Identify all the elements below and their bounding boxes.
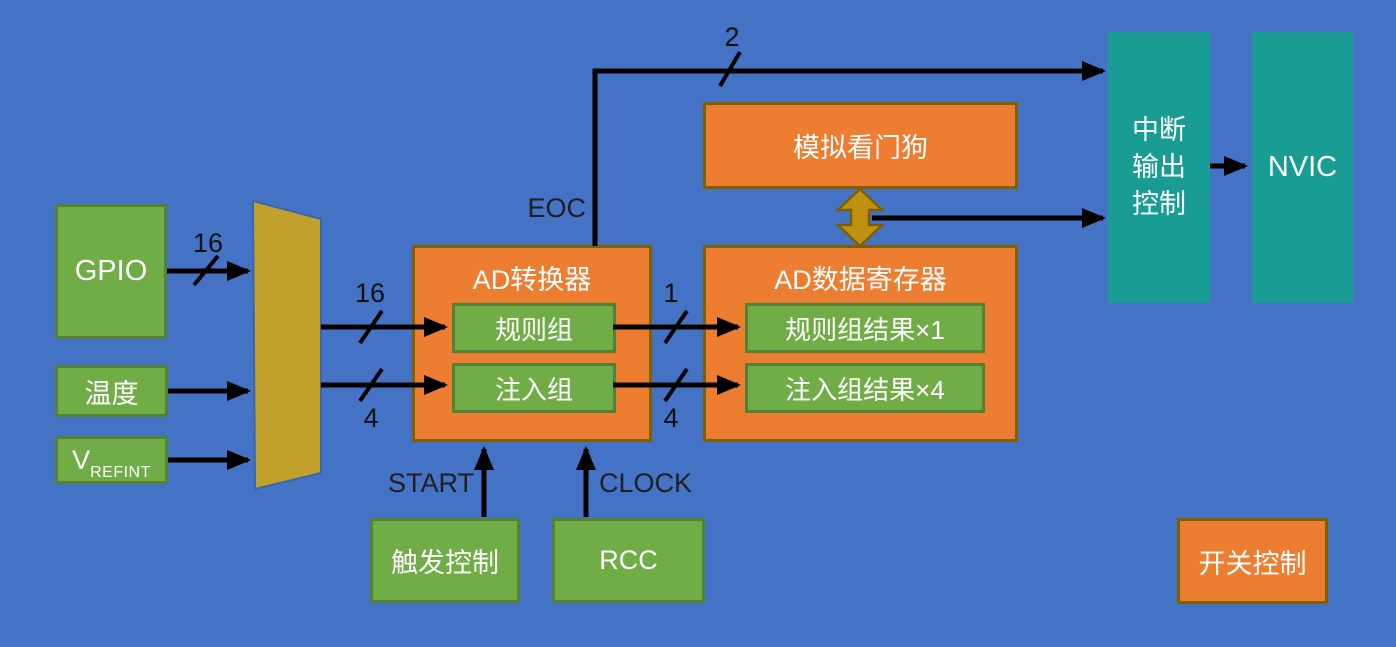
ad-data-register-title: AD数据寄存器 — [774, 265, 947, 295]
regular-group-block: 规则组 — [452, 303, 616, 353]
analog-watchdog-label: 模拟看门狗 — [793, 133, 928, 163]
vrefint-base: V — [72, 444, 91, 475]
ad-converter-title: AD转换器 — [472, 265, 592, 295]
nvic-label: NVIC — [1267, 151, 1338, 183]
ad-converter-block: AD转换器 规则组 注入组 — [412, 245, 652, 442]
bus-slash-gpio — [192, 254, 220, 287]
bus-slash-mux-regular — [358, 309, 384, 345]
vrefint-label: VREFINT — [72, 444, 151, 481]
temperature-block: 温度 — [55, 365, 168, 417]
bus-slash-eoc — [718, 50, 742, 88]
regular-group-result-block: 规则组结果×1 — [745, 303, 985, 353]
trigger-control-label: 触发控制 — [391, 548, 499, 578]
start-signal-label: START — [387, 468, 474, 498]
injected-group-label: 注入组 — [494, 374, 573, 405]
ioc-line1: 中断 — [1132, 115, 1186, 145]
clock-signal-label: CLOCK — [599, 468, 693, 498]
bus-width-mux-regular: 16 — [354, 278, 386, 308]
bus-width-gpio: 16 — [192, 228, 224, 258]
ioc-line3: 控制 — [1132, 189, 1186, 219]
vrefint-block: VREFINT — [55, 436, 168, 484]
interrupt-output-control-label: 中断 输出 控制 — [1132, 112, 1186, 223]
bus-width-mux-injected: 4 — [363, 403, 379, 433]
bus-width-regular-result: 1 — [663, 278, 679, 308]
mux-trapezoid — [251, 199, 322, 491]
injected-group-result-label: 注入组结果×4 — [785, 374, 945, 405]
watchdog-register-double-arrow — [834, 187, 886, 248]
rcc-block: RCC — [552, 518, 705, 603]
ioc-line2: 输出 — [1132, 152, 1186, 182]
regular-group-result-label: 规则组结果×1 — [785, 314, 945, 345]
trigger-control-block: 触发控制 — [370, 518, 520, 603]
injected-group-block: 注入组 — [452, 363, 616, 413]
interrupt-output-control-block: 中断 输出 控制 — [1108, 32, 1210, 303]
gpio-label: GPIO — [74, 255, 148, 287]
bus-width-injected-result: 4 — [663, 403, 679, 433]
ad-data-register-block: AD数据寄存器 规则组结果×1 注入组结果×4 — [703, 245, 1018, 442]
temperature-label: 温度 — [84, 378, 139, 409]
nvic-block: NVIC — [1252, 32, 1353, 303]
analog-watchdog-block: 模拟看门狗 — [703, 102, 1018, 189]
regular-group-label: 规则组 — [494, 314, 573, 345]
bus-slash-regular-result — [663, 309, 689, 345]
switch-control-label: 开关控制 — [1198, 548, 1307, 579]
switch-control-block: 开关控制 — [1177, 518, 1328, 604]
injected-group-result-block: 注入组结果×4 — [745, 363, 985, 413]
vrefint-subscript: REFINT — [90, 463, 151, 481]
gpio-block: GPIO — [55, 204, 167, 339]
eoc-signal-label: EOC — [527, 193, 586, 223]
bus-slash-mux-injected — [358, 367, 384, 403]
rcc-label: RCC — [599, 545, 658, 575]
bus-slash-injected-result — [663, 367, 689, 403]
bus-width-eoc: 2 — [724, 22, 740, 52]
